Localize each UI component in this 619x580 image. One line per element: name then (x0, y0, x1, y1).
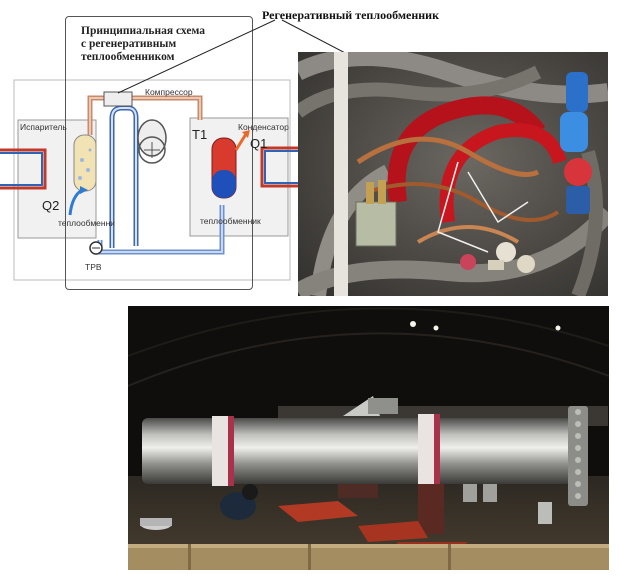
q1-arrow (234, 133, 248, 151)
heat-exchanger-left-label: теплообменни (58, 218, 116, 228)
right-hot-pipe (260, 146, 300, 188)
photo-bottom-drawing (128, 306, 609, 570)
schematic-drawing (0, 79, 300, 281)
callout-label: Регенеративный теплообменник (262, 8, 439, 22)
right-cold-pipe (264, 150, 300, 184)
compressor-label: Компрессор (145, 87, 193, 97)
schematic-title: Принципиальная схема с регенеративным те… (81, 25, 205, 63)
exchanger-shell (142, 418, 572, 484)
shell-and-tube-heat-exchanger-photo (128, 306, 609, 570)
left-hot-pipe (0, 148, 47, 190)
evaporator-label: Испаритель (20, 122, 67, 132)
heat-exchanger-right-label: теплообменник (200, 216, 261, 226)
q2-label: Q2 (42, 198, 60, 213)
left-cold-pipe (0, 152, 43, 186)
regenerative-heat-exchanger-photo (298, 52, 608, 296)
t1-label: T1 (192, 127, 208, 142)
title-frame (65, 16, 253, 290)
photo-top-drawing (298, 52, 608, 296)
trv-label: ТРВ (85, 262, 102, 272)
q1-label: Q1 (250, 136, 268, 151)
condenser-box (189, 117, 289, 237)
schematic-diagram: Принципиальная схема с регенеративным те… (0, 0, 300, 300)
condenser-label: Конденсатор (238, 122, 289, 132)
